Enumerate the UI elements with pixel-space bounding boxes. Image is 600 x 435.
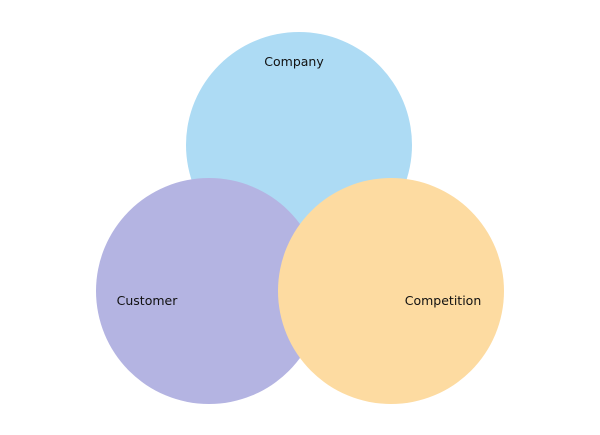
customer-label: Customer (117, 293, 179, 308)
competition-label: Competition (405, 293, 482, 308)
venn-labels: Company Customer Competition (117, 54, 482, 308)
venn-circles (96, 32, 504, 404)
competition-circle (278, 178, 504, 404)
customer-circle (96, 178, 322, 404)
company-label: Company (264, 54, 324, 69)
